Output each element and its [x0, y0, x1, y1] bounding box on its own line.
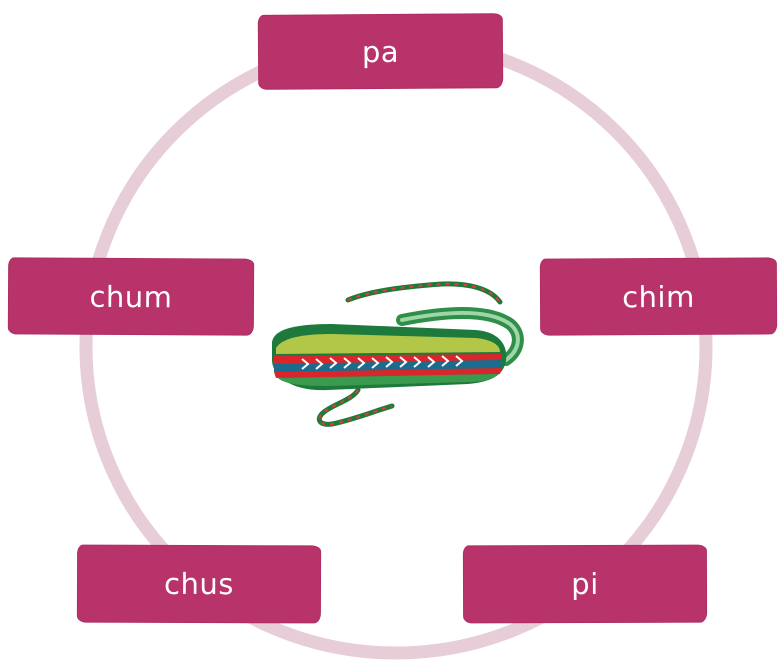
word-label-bottom-right: pi	[571, 566, 599, 602]
word-card-top[interactable]: pa	[257, 13, 504, 90]
word-card-bottom-left[interactable]: chus	[76, 544, 322, 624]
woven-belt-icon	[272, 281, 524, 427]
word-label-bottom-left: chus	[164, 566, 234, 602]
word-card-left[interactable]: chum	[7, 257, 255, 336]
word-label-right: chim	[622, 279, 695, 314]
word-card-bottom-right[interactable]: pi	[462, 544, 708, 624]
word-card-right[interactable]: chim	[539, 257, 778, 336]
word-label-top: pa	[361, 34, 400, 69]
word-label-left: chum	[89, 279, 173, 314]
